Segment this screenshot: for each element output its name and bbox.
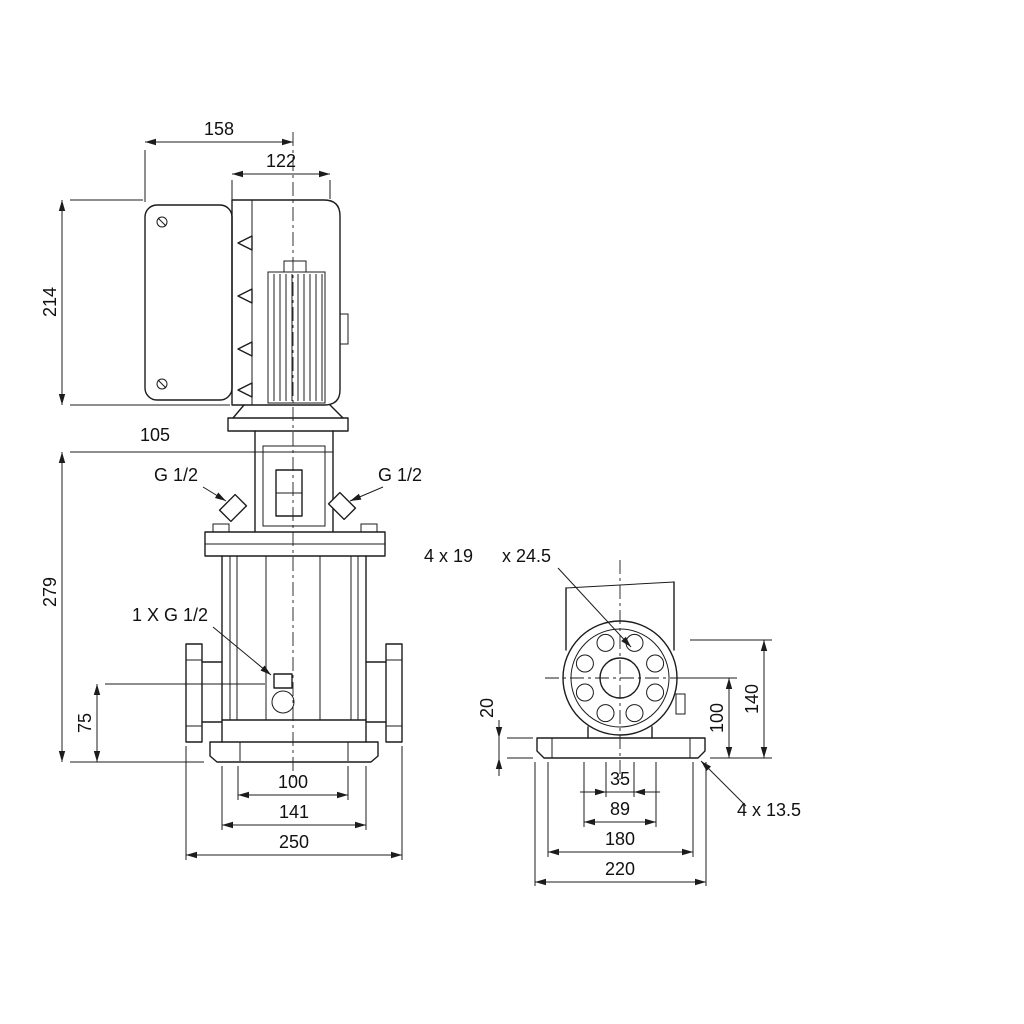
- end-dimensions: 4 x 19 x 24.5 20 100 140 35 89 180 220 4…: [424, 546, 801, 886]
- dim-122-label: 122: [266, 151, 296, 171]
- base-plate: [536, 737, 706, 759]
- dim-105-label: 105: [140, 425, 170, 445]
- coupling-window: [262, 445, 326, 527]
- leader-port-right: [349, 486, 384, 502]
- flange-side-boss: [675, 693, 686, 715]
- flange-face: [562, 620, 686, 736]
- flange-raised-face: [570, 628, 670, 728]
- dim-214-label: 214: [40, 287, 60, 317]
- dim-141-label: 141: [279, 802, 309, 822]
- port-right-label: G 1/2: [378, 465, 422, 485]
- motor: [144, 199, 349, 406]
- flange-bore: [599, 657, 641, 699]
- casing-column: [565, 581, 675, 739]
- motor-stool: [218, 404, 357, 533]
- dim-158-label: 158: [204, 119, 234, 139]
- motor-housing: [231, 199, 341, 406]
- dim-100-end-label: 100: [707, 703, 727, 733]
- dim-220-label: 220: [605, 859, 635, 879]
- gauge-port-plug-left: [218, 493, 248, 523]
- dim-20-label: 20: [477, 698, 497, 718]
- end-view: [536, 560, 706, 780]
- flange-holes-label: 4 x 19: [424, 546, 473, 566]
- terminal-box-screw: [156, 216, 168, 228]
- head-bolt: [212, 523, 230, 533]
- motor-nameplate: [283, 260, 307, 273]
- motor-fin-tab: [237, 288, 253, 304]
- dim-279-label: 279: [40, 577, 60, 607]
- pump-column: [221, 555, 367, 743]
- side-flanges: [185, 643, 403, 743]
- leader-port-left: [202, 486, 227, 502]
- right-flange: [385, 643, 403, 743]
- terminal-box-screw: [156, 378, 168, 390]
- front-view: [144, 132, 403, 778]
- motor-fin-tab: [237, 382, 253, 398]
- head-bolt: [360, 523, 378, 533]
- adapter-flange: [227, 417, 349, 432]
- drain-port-label: 1 X G 1/2: [132, 605, 208, 625]
- break-line: [565, 581, 675, 589]
- pump-head: [204, 523, 386, 557]
- terminal-box: [144, 204, 233, 401]
- dim-89-label: 89: [610, 799, 630, 819]
- gauge-port-plug-right: [327, 491, 357, 521]
- leader-flange-holes: [557, 567, 632, 648]
- port-left-label: G 1/2: [154, 465, 198, 485]
- dim-250-label: 250: [279, 832, 309, 852]
- flange-outer-circle: [562, 620, 678, 736]
- leader-drain-port: [212, 626, 272, 676]
- leader-base-holes: [700, 760, 747, 807]
- motor-fin-tab: [237, 341, 253, 357]
- left-flange: [185, 643, 203, 743]
- motor-side-boss: [339, 313, 349, 345]
- dim-35-label: 35: [610, 769, 630, 789]
- flange-holes-depth-label: x 24.5: [502, 546, 551, 566]
- dim-75-label: 75: [75, 713, 95, 733]
- drain-plug: [271, 673, 295, 714]
- dim-140-label: 140: [742, 684, 762, 714]
- base-holes-label: 4 x 13.5: [737, 800, 801, 820]
- dim-180-label: 180: [605, 829, 635, 849]
- motor-fin-tab: [237, 235, 253, 251]
- dim-100-label: 100: [278, 772, 308, 792]
- front-dimensions: 158 122 214 105 279 75 100 141 250 G 1/2…: [40, 119, 422, 860]
- pump-base: [209, 741, 379, 763]
- motor-fins: [273, 274, 323, 401]
